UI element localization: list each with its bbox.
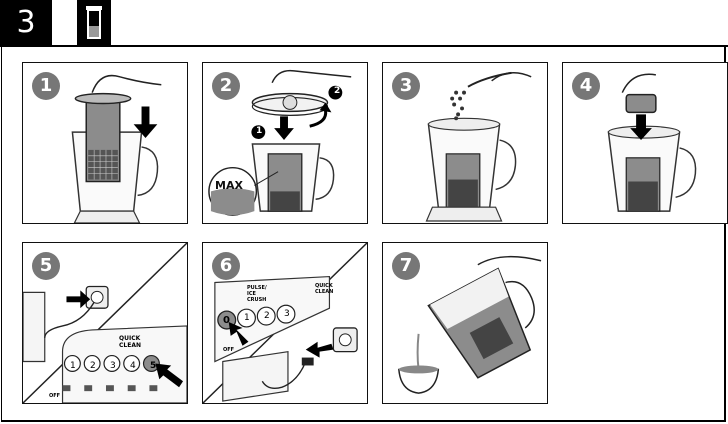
panel5-button-1: 1 <box>70 361 76 371</box>
panel-step-6: 6 PULSE/ ICE CRUSH QUICK CLEAN 0 1 2 3 O… <box>202 242 368 404</box>
filter-icon <box>77 0 111 46</box>
step-badge-5: 5 <box>32 252 60 280</box>
insert-cap-illustration <box>607 73 697 212</box>
panel-step-2: 2 MAX 1 2 <box>202 62 368 224</box>
panel6-button-2: 2 <box>264 311 270 321</box>
panel5-off-label: OFF <box>49 393 61 399</box>
insert-filter-illustration <box>71 74 162 223</box>
panel6-button-0: 0 <box>223 315 230 326</box>
panel5-button-4: 4 <box>130 361 136 371</box>
header-divider <box>0 45 728 47</box>
instruction-frame <box>1 46 726 422</box>
unplug-illustration <box>203 243 367 403</box>
panel6-off-label: OFF <box>223 347 235 353</box>
step-badge-7: 7 <box>392 252 420 280</box>
header-bar: 3 <box>0 0 728 46</box>
panel6-button-1: 1 <box>244 313 250 323</box>
plug-in-illustration <box>23 243 187 403</box>
panel-step-3: 3 <box>382 62 548 224</box>
panel-step-4: 4 <box>562 62 728 224</box>
panel5-button-3: 3 <box>110 361 116 371</box>
step-number: 3 <box>16 5 36 40</box>
step-badge-1: 1 <box>32 72 60 100</box>
step-badge-4: 4 <box>572 72 600 100</box>
panel5-button-5: 5 <box>150 361 157 371</box>
panel-step-5: 5 QUICK CLEAN 1 2 3 4 5 OFF <box>22 242 188 404</box>
panel6-button-3: 3 <box>284 309 290 319</box>
attach-lid-illustration <box>208 69 352 216</box>
panel-step-7: 7 <box>382 242 548 404</box>
pulse-ice-crush-label: PULSE/ ICE CRUSH <box>247 285 267 303</box>
add-ingredients-illustration <box>425 71 532 222</box>
step-badge-6: 6 <box>212 252 240 280</box>
quick-clean-label: QUICK CLEAN <box>119 335 141 349</box>
quick-clean-label: QUICK CLEAN <box>315 283 334 295</box>
pour-illustration <box>398 255 542 394</box>
max-label: MAX <box>215 179 243 192</box>
step-badge-2: 2 <box>212 72 240 100</box>
sub-step-1: 1 <box>256 126 263 136</box>
step-number-box: 3 <box>0 0 52 46</box>
panel5-button-2: 2 <box>90 361 96 371</box>
sub-step-2: 2 <box>334 86 341 96</box>
step-badge-3: 3 <box>392 72 420 100</box>
panel-step-1: 1 <box>22 62 188 224</box>
